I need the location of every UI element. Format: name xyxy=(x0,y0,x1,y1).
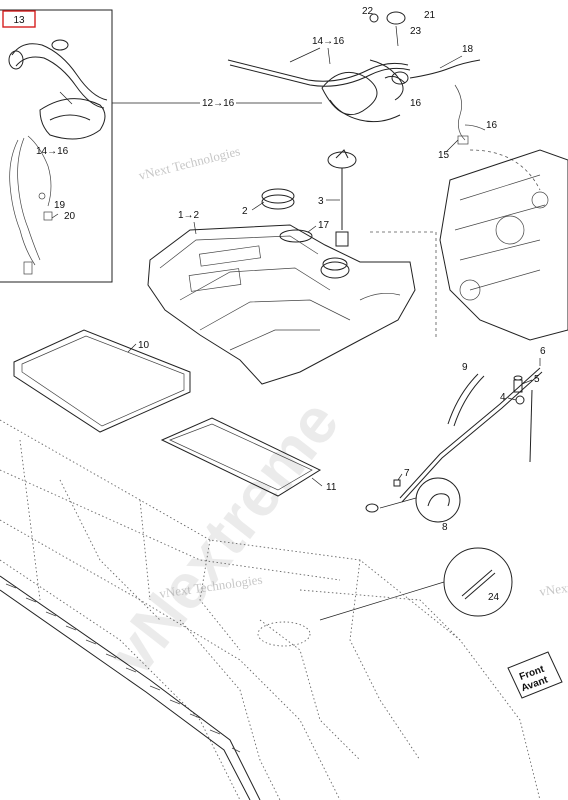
chassis-frame xyxy=(0,419,541,800)
callout-6: 6 xyxy=(540,346,546,357)
inset-panel: 13 14→16 19 20 xyxy=(0,9,113,283)
callout-12: 12→16 xyxy=(202,98,235,109)
callout-4: 4 xyxy=(500,392,506,403)
fuel-tank xyxy=(147,224,416,385)
callout-10: 10 xyxy=(138,340,150,351)
callout-9: 9 xyxy=(462,362,468,373)
mat-10 xyxy=(13,329,191,433)
callout-16-b: 16 xyxy=(486,120,498,131)
track-rail xyxy=(0,575,261,800)
hose-13 xyxy=(8,39,108,109)
callout-5: 5 xyxy=(534,374,540,385)
inset-label-box[interactable] xyxy=(2,10,36,28)
inset-fuel-lines xyxy=(9,98,106,275)
inset-label: 13 xyxy=(13,15,25,26)
callout-18: 18 xyxy=(462,44,474,55)
fuel-sender-3 xyxy=(327,149,357,247)
callout-19: 19 xyxy=(54,200,66,211)
callout-21: 21 xyxy=(424,10,436,21)
dashed-guide-top xyxy=(469,149,541,191)
zoom-circle-8 xyxy=(415,477,461,523)
line-9 xyxy=(447,373,485,427)
callout-8: 8 xyxy=(442,522,448,533)
front-direction-badge: Front Avant xyxy=(507,651,563,699)
mat-11 xyxy=(160,417,322,497)
callout-24: 24 xyxy=(488,592,500,603)
callout-11: 11 xyxy=(326,482,337,493)
callout-20: 20 xyxy=(64,211,76,222)
zoom-circle-24 xyxy=(443,547,513,617)
ring-2 xyxy=(261,188,295,210)
callout-7: 7 xyxy=(404,468,410,479)
callout-3: 3 xyxy=(318,196,324,207)
callout-14-inset: 14→16 xyxy=(36,146,69,157)
engine xyxy=(439,149,568,341)
watermark-company-1: vNext Technologies xyxy=(137,143,241,183)
fitting-5 xyxy=(513,375,523,393)
watermark-vnextreme: vNextreme xyxy=(94,386,352,688)
callout-23: 23 xyxy=(410,26,422,37)
callout-2: 2 xyxy=(242,206,248,217)
cap-assembly xyxy=(369,11,406,47)
clamp-4 xyxy=(515,395,525,405)
watermark-company-3: vNext Technologies xyxy=(538,570,568,599)
clip-7 xyxy=(393,479,401,487)
callout-1: 1→2 xyxy=(178,210,200,221)
gasket-17 xyxy=(279,229,313,243)
callout-16-a: 16 xyxy=(410,98,422,109)
top-fuel-lines xyxy=(227,59,486,145)
callout-17: 17 xyxy=(318,220,330,231)
callout-14-top: 14→16 xyxy=(312,36,345,47)
line-6 xyxy=(399,367,543,503)
callout-15: 15 xyxy=(438,150,450,161)
callout-22: 22 xyxy=(362,6,374,17)
dashed-guide-right xyxy=(370,231,437,340)
